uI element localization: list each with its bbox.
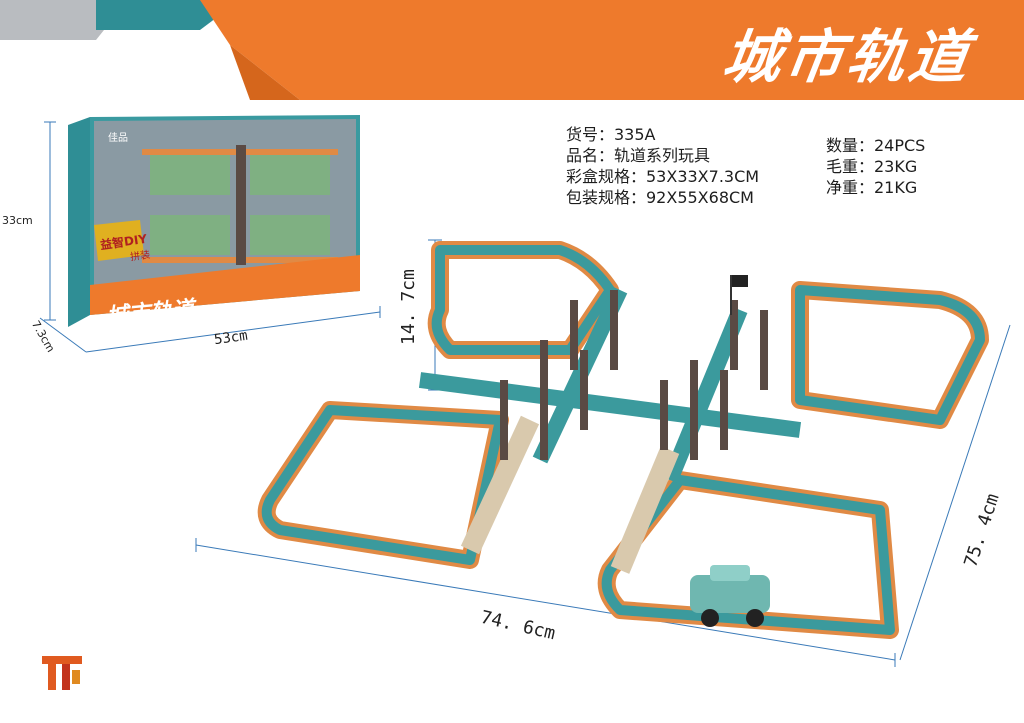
product-info-left: 货号：335A 品名：轨道系列玩具 彩盒规格：53X33X7.3CM 包装规格：…: [566, 124, 759, 208]
package-box-graphic: [68, 115, 360, 327]
track-set: [240, 230, 1020, 690]
item-number: 货号：335A: [566, 125, 656, 144]
gross-weight: 毛重：23KG: [826, 157, 918, 176]
banner-graphic: [0, 0, 1024, 100]
net-weight: 净重：21KG: [826, 178, 918, 197]
track-height-label: 14. 7cm: [398, 269, 419, 345]
box-height-label: 33cm: [2, 214, 33, 227]
package-box: 佳品 城市轨道 益智DIY 拼装: [60, 115, 380, 347]
brand-logo-icon: [42, 656, 82, 690]
track-graphic: [257, 241, 989, 639]
product-name: 品名：轨道系列玩具: [566, 146, 711, 165]
product-info-right: 数量：24PCS 毛重：23KG 净重：21KG: [826, 135, 925, 198]
quantity: 数量：24PCS: [826, 136, 926, 155]
package-brand: 佳品: [108, 133, 128, 144]
toy-car: [690, 565, 770, 627]
carton-size: 包装规格：92X55X68CM: [566, 188, 754, 207]
header-banner: 城市轨道: [0, 0, 1024, 100]
brand-logo: [40, 650, 86, 696]
box-size: 彩盒规格：53X33X7.3CM: [566, 167, 760, 186]
